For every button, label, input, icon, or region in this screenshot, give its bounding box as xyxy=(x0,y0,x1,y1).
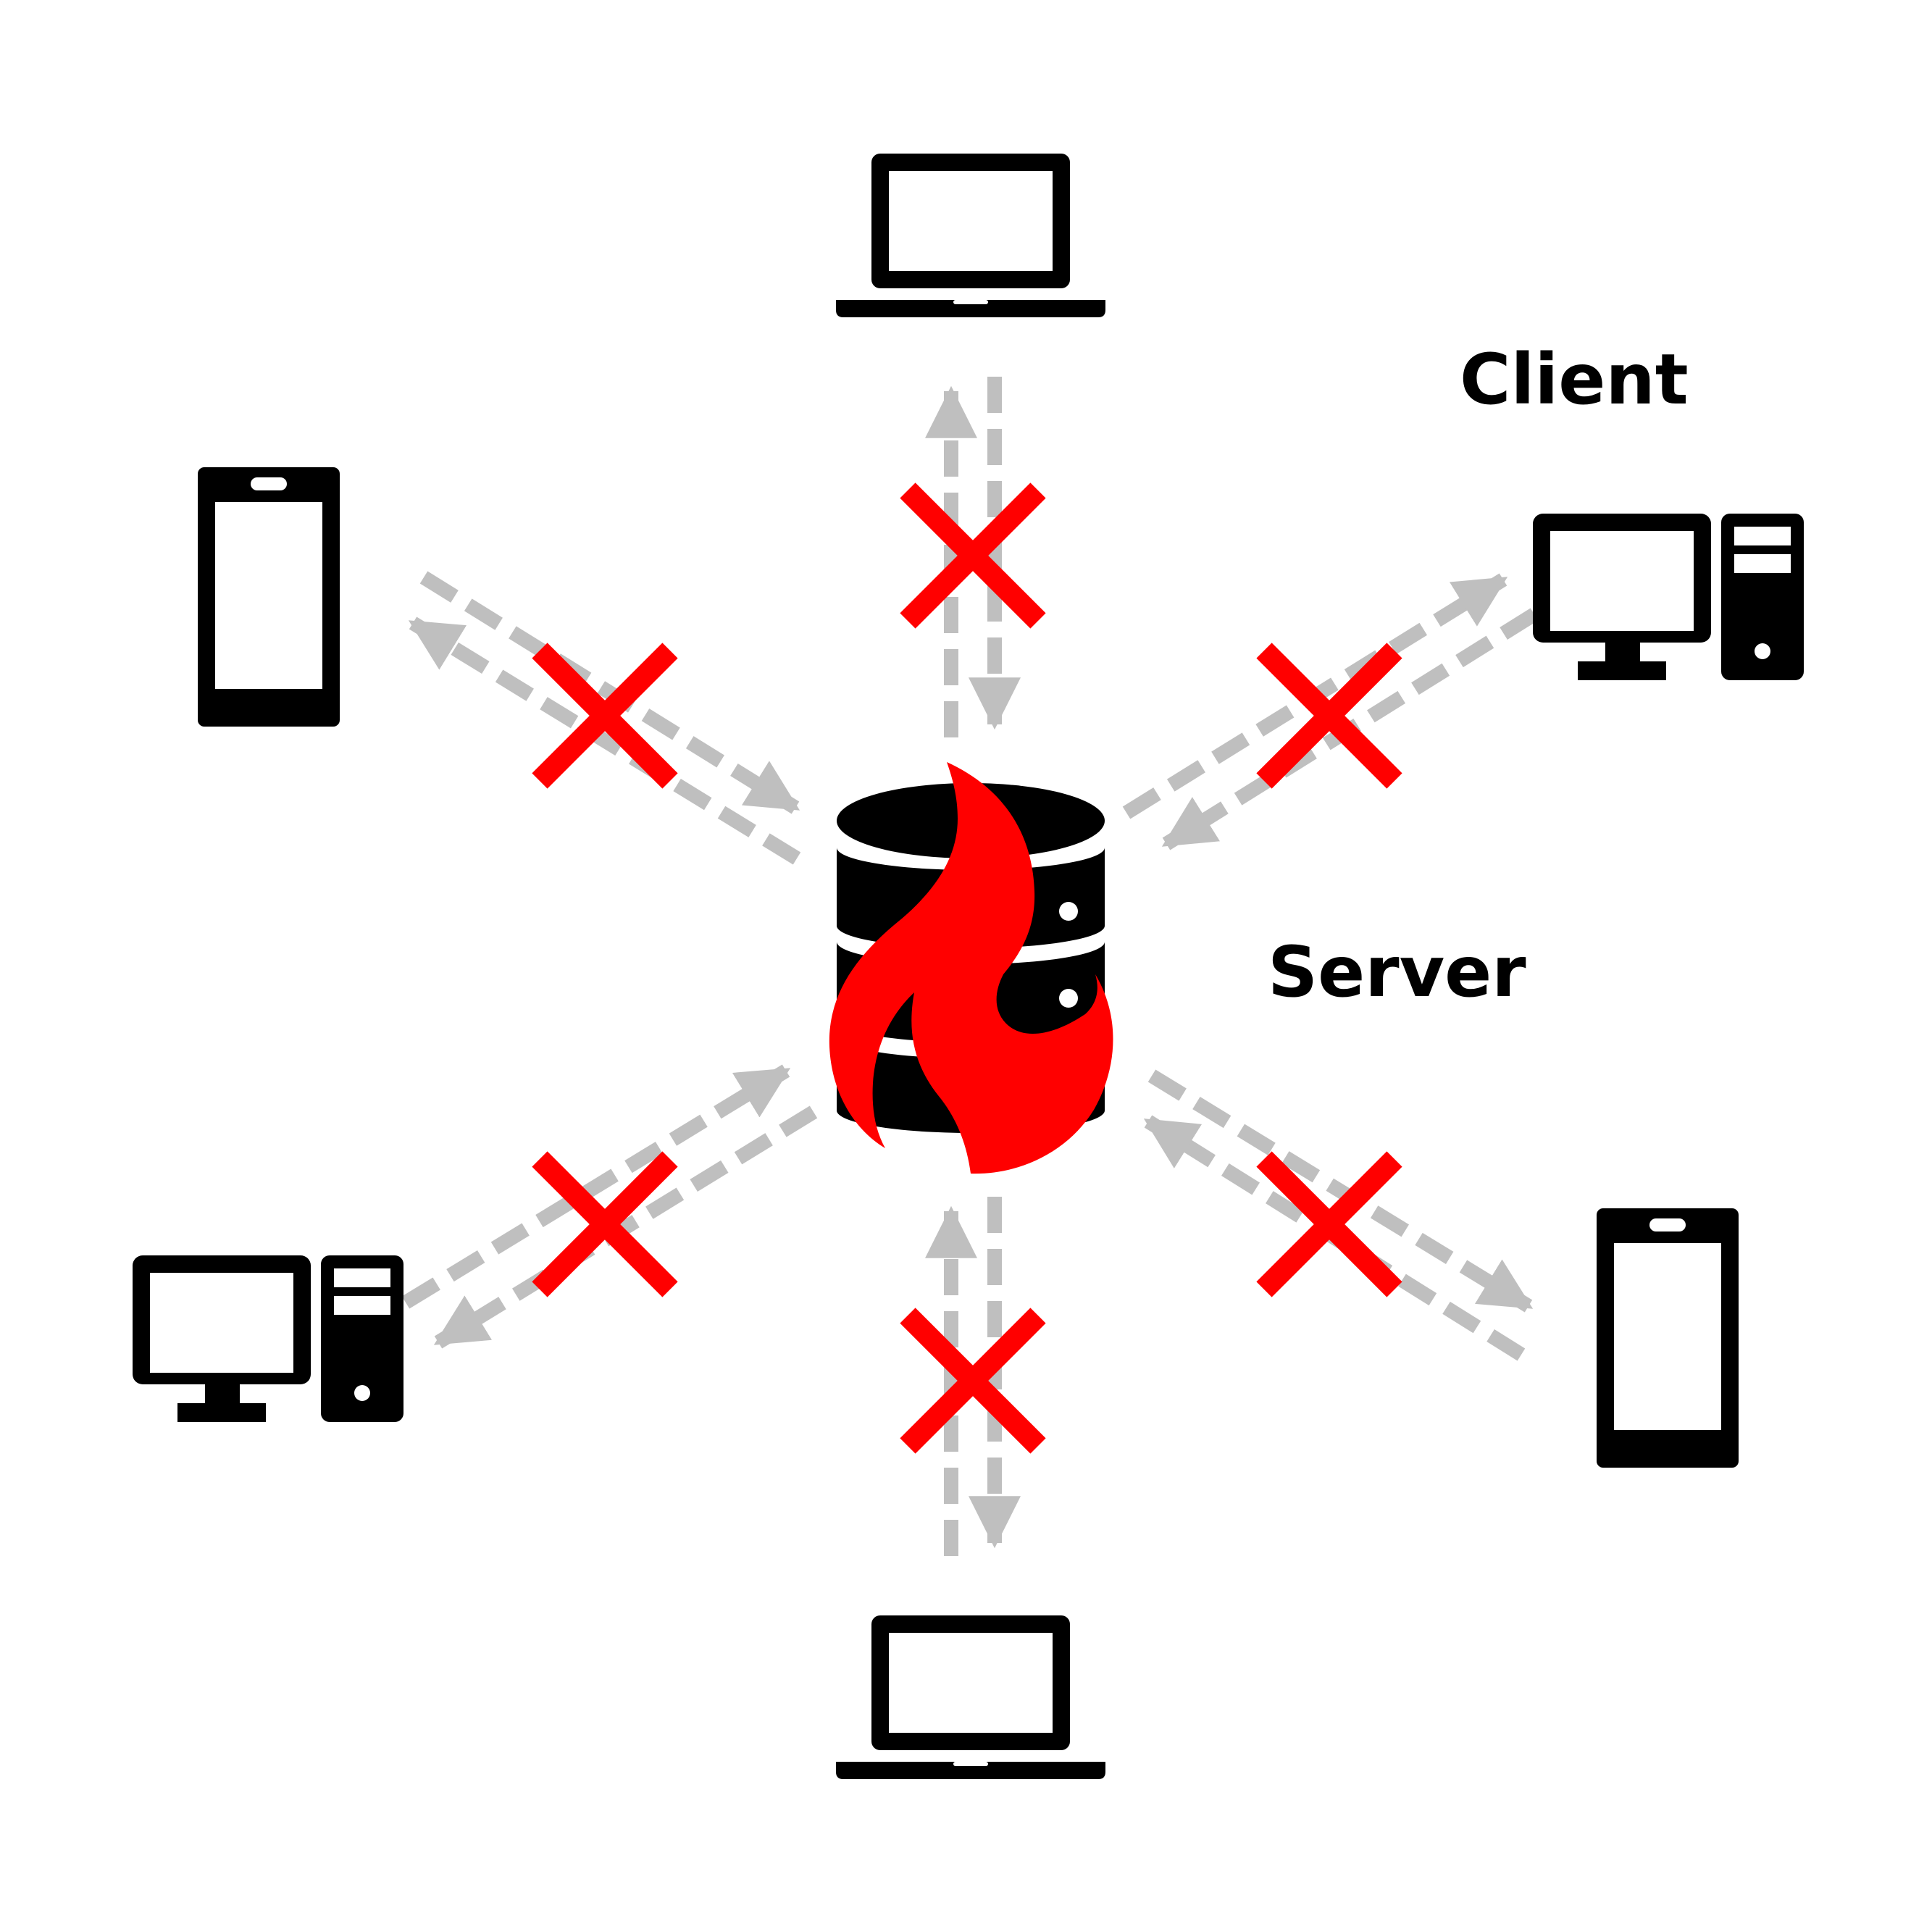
laptop-icon xyxy=(836,1615,1105,1779)
cross-icon xyxy=(908,490,1038,621)
server xyxy=(829,762,1113,1174)
arrow-lower-left-to-server xyxy=(401,1064,791,1309)
client-bottom xyxy=(836,1615,1105,1779)
arrow-lower-left-to-client xyxy=(433,1105,818,1349)
client-lower-left xyxy=(133,1255,403,1422)
desktop-computer-icon xyxy=(133,1255,403,1422)
arrow-upper-left-to-client xyxy=(408,616,801,865)
server-label: Server xyxy=(1268,932,1526,1013)
cross-icon xyxy=(908,1316,1038,1446)
laptop-icon xyxy=(836,154,1105,317)
client-label: Client xyxy=(1460,339,1689,420)
client-upper-left xyxy=(198,467,340,727)
arrow-lower-right-to-client xyxy=(1147,1069,1534,1313)
client-top xyxy=(836,154,1105,317)
smartphone-icon xyxy=(1597,1208,1739,1468)
client-upper-right xyxy=(1533,514,1804,680)
smartphone-icon xyxy=(198,467,340,727)
flame-icon xyxy=(829,762,1113,1174)
arrow-upper-left-to-server xyxy=(419,571,800,814)
desktop-computer-icon xyxy=(1533,514,1804,680)
client-lower-right xyxy=(1597,1208,1739,1468)
cross-icon xyxy=(1264,1159,1394,1289)
